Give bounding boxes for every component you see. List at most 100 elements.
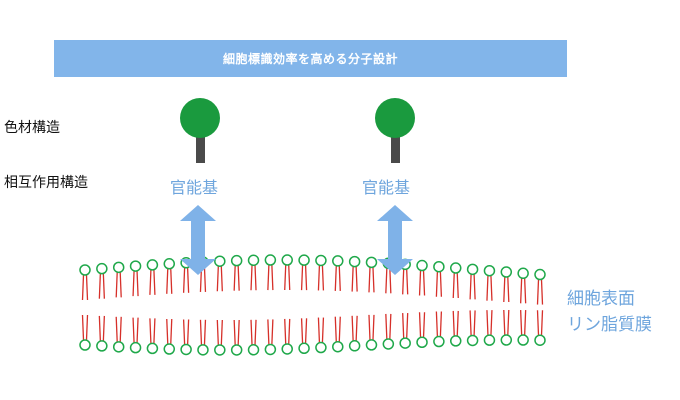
lipid-tail — [132, 271, 135, 297]
membrane-layer — [79, 254, 546, 356]
lipid-tail — [119, 316, 122, 342]
lipid-tail — [402, 313, 405, 339]
lipid-head-top — [449, 262, 462, 274]
lipid-tail — [250, 319, 253, 345]
lipid-head-bottom — [534, 334, 546, 346]
lipid-tail — [284, 318, 287, 344]
lipid-tail — [355, 266, 358, 292]
lipid-tail — [166, 268, 169, 294]
lipid-head-bottom — [281, 343, 293, 355]
lipid-head-top — [332, 255, 344, 267]
lipid-tail — [473, 310, 476, 336]
lipid-tail — [418, 270, 422, 296]
lipid-head-top — [466, 263, 479, 276]
lipid-tail — [166, 318, 169, 345]
lipid-tail — [469, 310, 472, 336]
lipid-tail — [267, 265, 270, 291]
lipid-tail — [254, 265, 257, 291]
lipid-head-top — [129, 260, 142, 272]
lipid-head-top — [264, 254, 277, 266]
lipid-head-top — [500, 266, 513, 278]
lipid-head-top — [230, 254, 243, 267]
dye-head-1 — [180, 98, 220, 138]
interaction-structure-label: 相互作用構造 — [4, 175, 88, 191]
lipid-head-bottom — [79, 339, 91, 351]
lipid-head-bottom — [96, 340, 108, 352]
lipid-tail — [368, 314, 371, 340]
linker-stem-2 — [391, 133, 400, 163]
lipid-head-top — [365, 256, 378, 269]
lipid-tail — [452, 273, 455, 299]
phospholipid-membrane-label: リン脂質膜 — [567, 315, 652, 335]
lipid-tail — [304, 265, 308, 291]
lipid-tail — [119, 272, 122, 298]
lipid-tail — [182, 319, 186, 345]
lipid-tail — [85, 274, 89, 301]
lipid-tail — [385, 268, 388, 294]
cell-surface-label: 細胞表面 — [567, 289, 635, 309]
lipid-tail — [199, 319, 203, 345]
lipid-tail — [439, 271, 443, 297]
lipid-tail — [338, 265, 341, 291]
functional-group-label-2: 官能基 — [362, 178, 411, 197]
lipid-tail — [507, 309, 510, 336]
lipid-head-top — [348, 255, 361, 268]
lipid-head-top — [517, 267, 529, 280]
lipid-tail — [368, 267, 371, 293]
lipid-tail — [351, 266, 354, 292]
lipid-tail — [271, 319, 274, 345]
lipid-tail — [267, 319, 270, 345]
lipid-head-top — [281, 254, 293, 266]
lipid-tail — [153, 269, 156, 295]
lipid-tail — [439, 311, 443, 337]
lipid-tail — [406, 313, 409, 339]
lipid-tail — [422, 270, 426, 296]
lipid-tail — [182, 267, 186, 293]
lipid-head-bottom — [315, 341, 327, 354]
lipid-tail — [536, 310, 540, 336]
lipid-tail — [507, 276, 510, 303]
lipid-head-bottom — [112, 341, 125, 353]
arrows-layer — [180, 205, 413, 275]
lipid-tail — [490, 310, 493, 336]
lipid-tail — [149, 318, 152, 344]
lipid-tail — [304, 318, 308, 344]
lipid-tail — [540, 279, 544, 305]
lipid-tail — [233, 319, 236, 345]
lipid-tail — [372, 314, 375, 340]
lipid-tail — [456, 273, 459, 299]
lipid-tail — [136, 317, 139, 343]
lipid-tail — [389, 313, 392, 339]
lipid-tail — [220, 319, 223, 346]
lipid-tail — [406, 269, 409, 295]
lipid-head-top — [298, 254, 310, 266]
lipid-head-bottom — [332, 340, 344, 353]
lipid-tail — [452, 310, 455, 336]
lipid-tail — [186, 319, 190, 345]
dye-head-2 — [375, 98, 415, 138]
lipid-tail — [523, 310, 527, 336]
lipid-tail — [98, 273, 102, 299]
lipid-tail — [153, 318, 156, 344]
lipid-tail — [435, 271, 439, 297]
lipid-tail — [473, 274, 476, 300]
lipid-tail — [334, 316, 337, 342]
lipid-tail — [519, 310, 523, 336]
lipid-head-bottom — [399, 337, 411, 349]
lipid-head-bottom — [298, 342, 310, 355]
lipid-tail — [334, 265, 337, 291]
lipid-tail — [486, 310, 489, 336]
membrane-label: 細胞表面 リン脂質膜 — [567, 286, 652, 338]
lipid-head-top — [416, 259, 428, 272]
lipid-tail — [115, 316, 118, 342]
lipid-tail — [519, 278, 523, 304]
lipid-head-top — [433, 260, 445, 273]
lipid-head-bottom — [230, 344, 243, 356]
lipid-tail — [136, 271, 139, 297]
linker-stem-1 — [196, 133, 205, 163]
lipid-head-bottom — [163, 343, 176, 355]
lipid-head-top — [247, 254, 260, 267]
lipid-head-bottom — [180, 343, 192, 356]
lipid-tail — [132, 317, 135, 343]
